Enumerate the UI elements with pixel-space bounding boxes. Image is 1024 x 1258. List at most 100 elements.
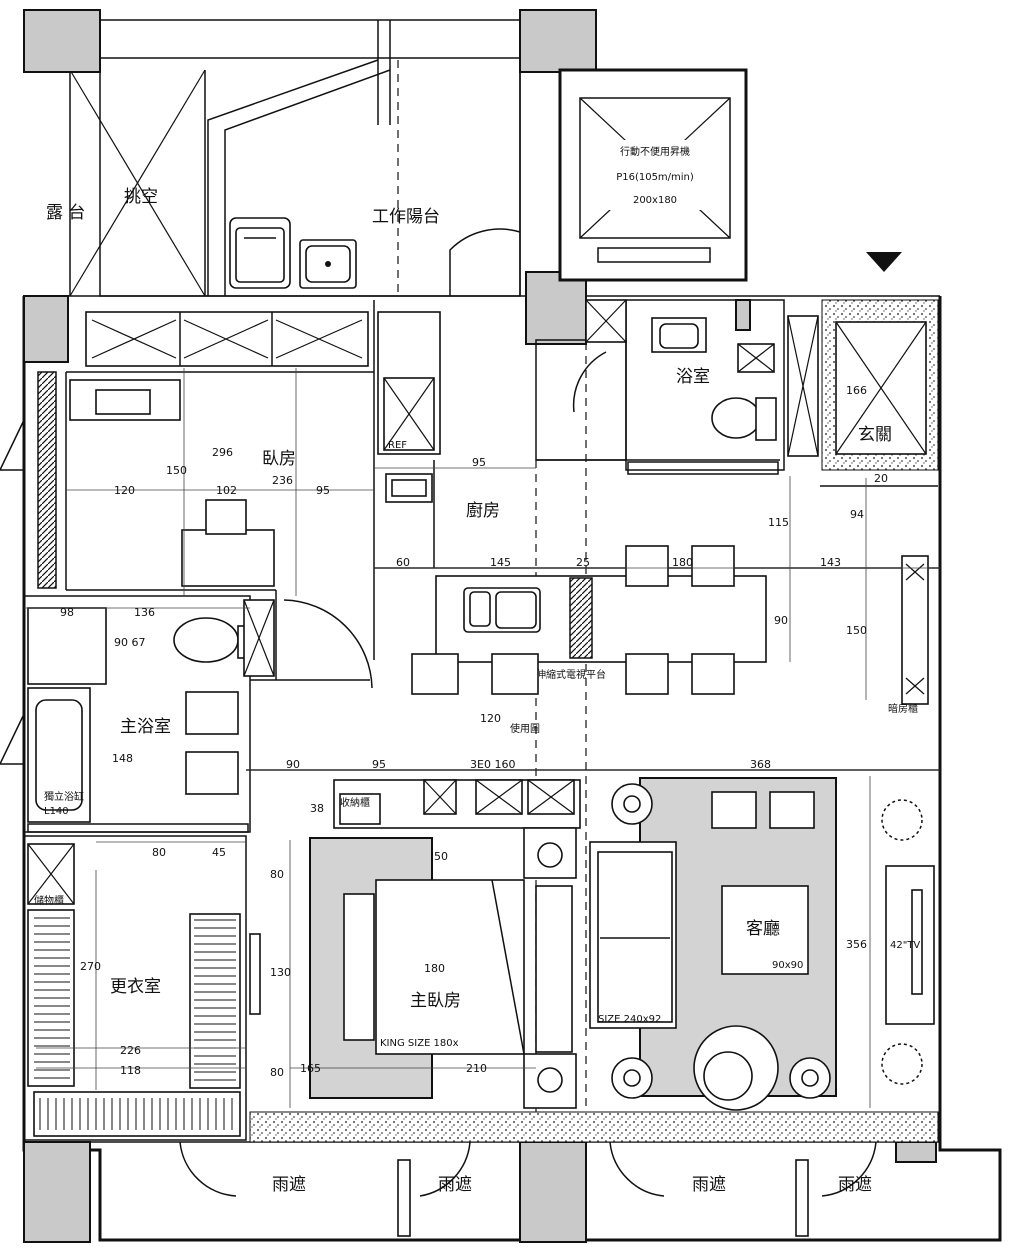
room-master-bath: 主浴室 (120, 717, 171, 737)
dim-115: 115 (768, 516, 789, 529)
room-labels: 露 台 挑空 工作陽台 臥房 廚房 浴室 玄關 主浴室 更衣室 主臥房 客廳 雨… (46, 187, 892, 1195)
dim-130: 130 (270, 966, 291, 979)
void-cross (69, 69, 206, 297)
dim-165: 165 (300, 1062, 321, 1075)
tv-label: 42"TV (890, 940, 920, 951)
nightstands (523, 827, 577, 1109)
hidden-cab-label: 暗房櫃 (888, 702, 918, 715)
floor-lamps (611, 783, 831, 1099)
dim-160: 3E0 160 (470, 758, 515, 771)
dim-94: 94 (850, 508, 864, 521)
washer (229, 217, 291, 289)
closet-label: 收納櫃 (340, 796, 370, 809)
dim-80b: 80 (270, 868, 284, 881)
dim-136: 136 (134, 606, 155, 619)
dim-148: 148 (112, 752, 133, 765)
closet-rails (34, 917, 236, 1130)
elevator-label-3: 200x180 (633, 195, 677, 206)
storage-label: 儲物櫃 (34, 894, 64, 907)
tub-label: 獨立浴缸 (44, 790, 84, 803)
dim-120: 120 (114, 484, 135, 497)
dim-356: 356 (846, 938, 867, 951)
room-lu-tai: 露 台 (46, 203, 85, 223)
room-work-balcony: 工作陽台 (372, 207, 440, 227)
left-door-1 (0, 419, 25, 471)
room-canopy-3: 雨遮 (692, 1175, 726, 1195)
room-living: 客廳 (746, 919, 780, 939)
balcony-door-swing (449, 228, 521, 296)
dim-180b: 180 (424, 962, 445, 975)
bedroom-closets (85, 311, 369, 367)
dim-80: 80 (152, 846, 166, 859)
dim-50: 50 (434, 850, 448, 863)
island-label: 可伸縮式電視平台 (526, 668, 606, 681)
dim-118: 118 (120, 1064, 141, 1077)
dim-90-67: 90 67 (114, 636, 146, 649)
top-balcony (69, 19, 521, 297)
room-tiao-kong: 挑空 (124, 187, 158, 207)
master-bath-door-swing (283, 599, 373, 689)
dim-25: 25 (576, 556, 590, 569)
sofa: SIZE 240x92 (589, 841, 677, 1029)
dim-180: 180 (672, 556, 693, 569)
dim-120b: 120 (480, 712, 501, 725)
usage-label: 使用圖 (510, 722, 540, 735)
bathroom-block (535, 299, 785, 475)
tub-size-label: L140 (44, 806, 69, 817)
dim-95c: 95 (372, 758, 386, 771)
hidden-cabinet (901, 555, 929, 705)
fridge-label: REF (388, 440, 407, 451)
dim-95a: 95 (316, 484, 330, 497)
dim-80c: 80 (270, 1066, 284, 1079)
bedroom-window (37, 371, 57, 589)
dim-236: 236 (272, 474, 293, 487)
dim-296: 296 (212, 446, 233, 459)
room-canopy-1: 雨遮 (272, 1175, 306, 1195)
elevator: 行動不便用昇機 P16(105m/min) 200x180 (558, 68, 748, 282)
room-bathroom: 浴室 (676, 367, 710, 387)
bedroom-desk (69, 379, 275, 587)
dim-368: 368 (750, 758, 771, 771)
dim-102: 102 (216, 484, 237, 497)
room-bedroom: 臥房 (262, 449, 296, 469)
canopy-doors (179, 1141, 877, 1237)
dim-150: 150 (166, 464, 187, 477)
room-dressing: 更衣室 (110, 977, 161, 997)
dim-38: 38 (310, 802, 324, 815)
bottom-window (249, 1111, 939, 1143)
room-entrance: 玄關 (858, 425, 892, 445)
dim-145: 145 (490, 556, 511, 569)
dim-45: 45 (212, 846, 226, 859)
sofa-size-label: SIZE 240x92 (598, 1014, 661, 1025)
dim-143: 143 (820, 556, 841, 569)
dim-166: 166 (846, 384, 867, 397)
bath-door-swing (572, 351, 607, 413)
table-size-label: 90x90 (772, 960, 803, 971)
dim-90b: 90 (286, 758, 300, 771)
dim-270: 270 (80, 960, 101, 973)
annotations: 使用圖 獨立浴缸 L140 儲物櫃 收納櫃 暗房櫃 (34, 702, 918, 907)
room-master-bedroom: 主臥房 (410, 991, 461, 1011)
dim-90: 90 (774, 614, 788, 627)
elevator-label-2: P16(105m/min) (616, 172, 694, 183)
structural-columns (23, 9, 937, 1243)
dim-210: 210 (466, 1062, 487, 1075)
entrance-block (735, 299, 939, 471)
dimension-lines (24, 368, 940, 1108)
dimension-numbers: 296 236 120 102 95 95 150 60 145 25 180 … (60, 384, 888, 1079)
left-door-2 (0, 713, 25, 765)
elevator-label-1: 行動不便用昇機 (620, 145, 690, 158)
master-bedroom-storage (333, 779, 581, 829)
kitchen-island: 可伸縮式電視平台 (435, 575, 767, 681)
plant-icons (881, 799, 923, 1085)
armchair (693, 1025, 779, 1111)
dim-60: 60 (396, 556, 410, 569)
king-bed: KING SIZE 180x (309, 837, 525, 1099)
room-kitchen: 廚房 (466, 500, 500, 521)
dim-95b: 95 (472, 456, 486, 469)
bar-stools (411, 545, 735, 695)
bed-size-label: KING SIZE 180x (380, 1038, 459, 1049)
utility-sink (299, 239, 357, 289)
dim-20: 20 (874, 472, 888, 485)
